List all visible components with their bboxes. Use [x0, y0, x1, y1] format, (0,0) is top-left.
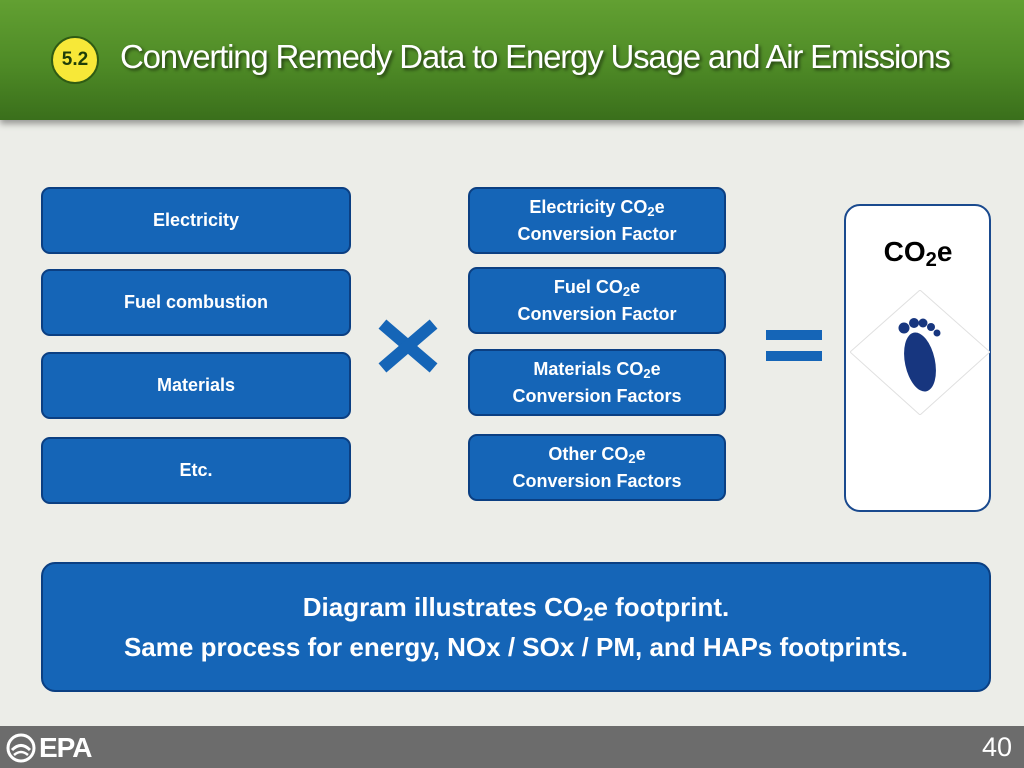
input-label: Fuel combustion [124, 292, 268, 313]
factor-line2: Conversion Factor [517, 223, 677, 244]
page-number: 40 [981, 732, 1012, 762]
footprint-icon [850, 290, 990, 415]
factor-line2: Conversion Factors [512, 470, 682, 491]
factor-box-other: Other CO2e Conversion Factors [468, 434, 726, 501]
slide-title: Converting Remedy Data to Energy Usage a… [120, 38, 951, 75]
input-box-fuel-combustion: Fuel combustion [41, 269, 351, 336]
factor-box-materials: Materials CO2e Conversion Factors [468, 349, 726, 416]
input-box-electricity: Electricity [41, 187, 351, 254]
epa-logo: EPA [6, 731, 92, 765]
summary-line-1: Diagram illustrates CO2e footprint. [302, 591, 730, 625]
input-label: Materials [156, 375, 236, 396]
multiply-icon [378, 319, 438, 373]
epa-flower-icon [6, 733, 36, 763]
section-badge: 5.2 [51, 36, 99, 84]
factor-box-fuel: Fuel CO2e Conversion Factor [468, 267, 726, 334]
footer-bar [0, 726, 1024, 768]
equals-icon [766, 330, 822, 361]
input-label: Electricity [152, 210, 240, 231]
input-label: Etc. [179, 460, 213, 481]
header-bar [0, 0, 1024, 120]
summary-line-2: Same process for energy, NOx / SOx / PM,… [123, 632, 909, 662]
factor-box-electricity: Electricity CO2e Conversion Factor [468, 187, 726, 254]
input-box-etc: Etc. [41, 437, 351, 504]
result-label: CO2e [883, 236, 953, 272]
summary-note: Diagram illustrates CO2e footprint. Same… [41, 562, 991, 692]
factor-line2: Conversion Factor [517, 303, 677, 324]
factor-line2: Conversion Factors [512, 385, 682, 406]
input-box-materials: Materials [41, 352, 351, 419]
